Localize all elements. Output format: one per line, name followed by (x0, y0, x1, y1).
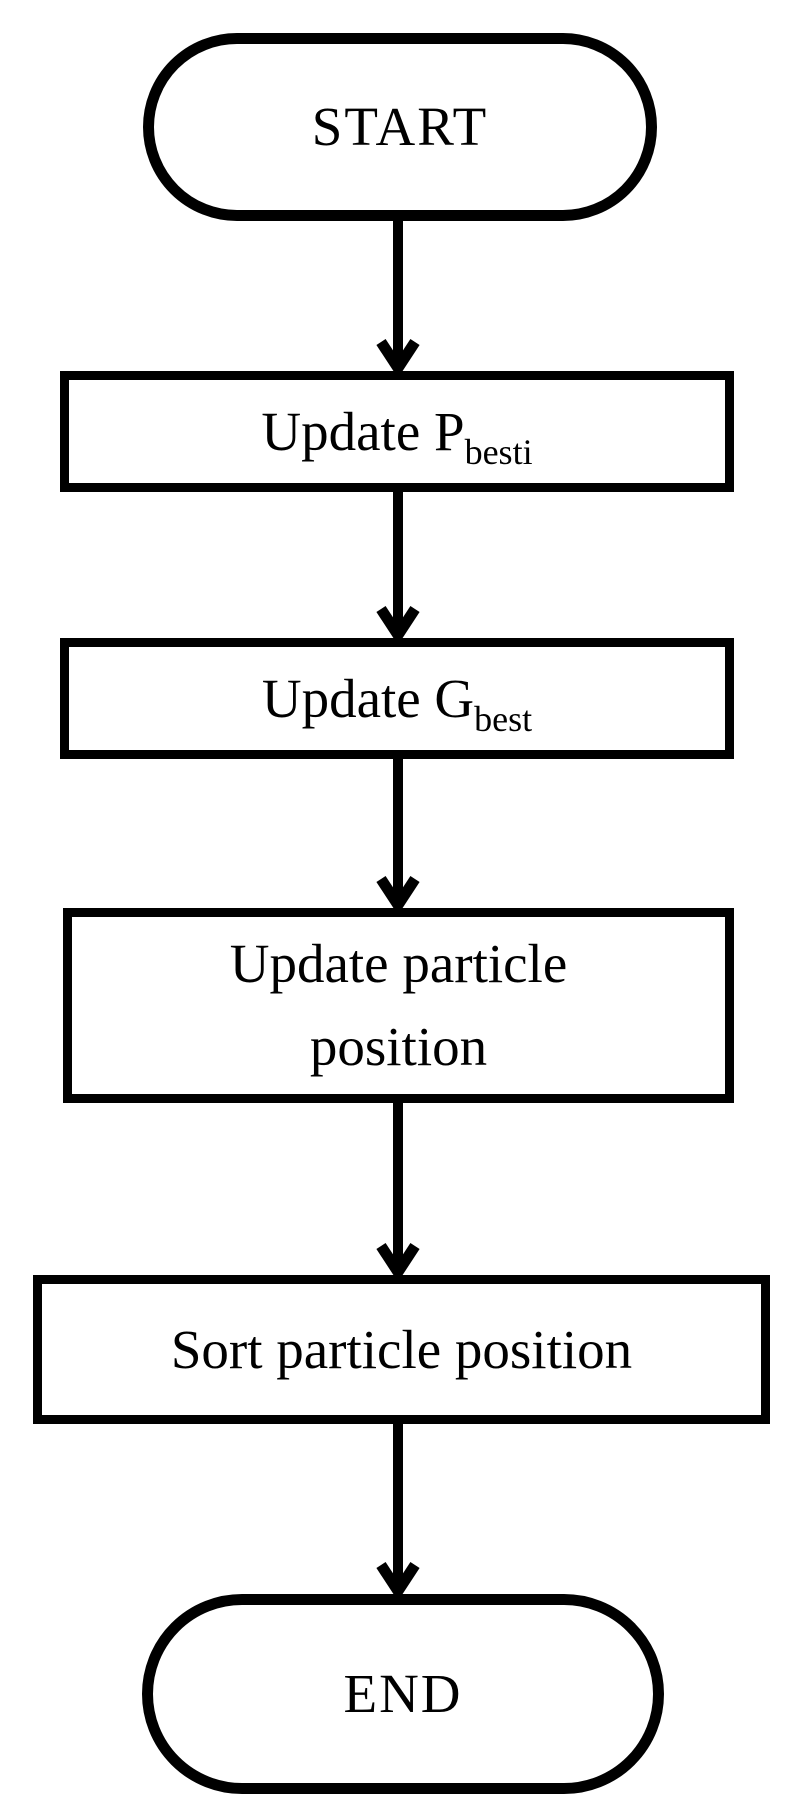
arrow-update-gbest-to-update-particle-position-icon (376, 757, 420, 916)
end-label: END (343, 1663, 463, 1724)
update-gbest-subscript: best (474, 698, 533, 739)
process-update-pbest: Update Pbesti (60, 371, 734, 492)
start-label: START (311, 96, 489, 157)
update-gbest-label: Update Gbest (261, 667, 533, 739)
update-pbest-subscript: besti (464, 431, 533, 472)
process-update-particle-position: Update particle position (63, 908, 734, 1103)
arrow-start-to-update-pbest-icon (376, 219, 420, 379)
arrow-update-pbest-to-update-gbest-icon (376, 490, 420, 646)
arrow-update-particle-position-to-sort-particle-position-icon (376, 1101, 420, 1283)
arrow-sort-particle-position-to-end-icon (376, 1422, 420, 1602)
update-pbest-label: Update Pbesti (261, 400, 533, 472)
process-update-gbest: Update Gbest (60, 638, 734, 759)
process-sort-particle-position: Sort particle position (33, 1275, 770, 1424)
start-terminator: START (143, 33, 657, 221)
end-terminator: END (142, 1594, 664, 1794)
sort-particle-position-label: Sort particle position (170, 1318, 633, 1380)
update-particle-position-label: Update particle position (229, 933, 568, 1077)
